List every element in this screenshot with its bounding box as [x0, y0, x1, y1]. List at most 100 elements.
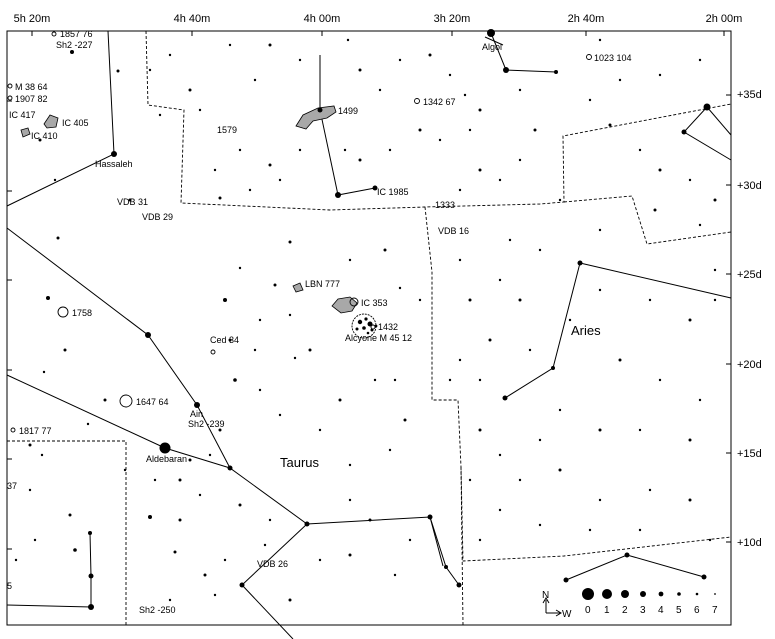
star — [178, 478, 182, 482]
mag-2-dot — [621, 590, 629, 598]
ra-label: 2h 40m — [568, 13, 605, 25]
star — [308, 348, 312, 352]
star — [418, 298, 422, 302]
star — [448, 378, 452, 382]
axis-ticks — [7, 31, 731, 550]
dec-label: +30d — [737, 180, 762, 192]
star — [338, 398, 342, 402]
star — [268, 43, 272, 47]
star — [698, 223, 702, 227]
star — [393, 573, 397, 577]
star — [648, 488, 652, 492]
star — [368, 518, 372, 522]
ic-353-marker — [349, 297, 359, 307]
label-ain: Ain — [190, 409, 203, 419]
label-sh2-227: Sh2 -227 — [56, 40, 93, 50]
label-ced-34: Ced 34 — [210, 335, 239, 345]
star — [508, 238, 512, 242]
star — [88, 604, 94, 610]
star — [148, 515, 152, 519]
star — [458, 188, 462, 192]
star — [688, 178, 692, 182]
label-37: 37 — [7, 481, 17, 491]
star — [488, 338, 492, 342]
star — [638, 528, 642, 532]
label-vdb-31: VDB 31 — [117, 197, 148, 207]
star — [403, 418, 407, 422]
star — [203, 573, 207, 577]
star — [518, 298, 522, 302]
mag-3-dot — [640, 591, 646, 597]
star — [498, 508, 502, 512]
star — [358, 158, 362, 162]
nebulae — [20, 105, 358, 314]
star — [638, 428, 642, 432]
nebula-ic-353-patch — [331, 296, 358, 314]
star — [638, 148, 642, 152]
star — [427, 514, 433, 520]
star — [372, 185, 378, 191]
star — [558, 408, 562, 412]
star — [213, 168, 217, 172]
constellation-name-aries: Aries — [571, 323, 601, 338]
ra-label: 3h 20m — [434, 13, 471, 25]
star — [458, 358, 462, 362]
star — [398, 286, 402, 290]
star — [448, 73, 452, 77]
star — [648, 298, 652, 302]
star — [698, 58, 702, 62]
star — [554, 70, 558, 74]
star — [558, 198, 562, 202]
label-1817: 1817 77 — [19, 426, 52, 436]
star — [288, 598, 292, 602]
nebula-ic-405-patch — [43, 114, 59, 129]
star — [145, 332, 151, 338]
star — [658, 73, 662, 77]
star — [116, 69, 120, 73]
star — [253, 78, 257, 82]
star — [298, 58, 302, 62]
label-1579: 1579 — [217, 125, 237, 135]
star — [568, 318, 572, 322]
star — [713, 298, 717, 302]
star — [478, 538, 482, 542]
star — [268, 518, 272, 522]
star — [688, 318, 692, 322]
ra-label: 2h 00m — [706, 13, 743, 25]
star — [238, 148, 242, 152]
star — [28, 443, 32, 447]
star — [33, 538, 37, 542]
star — [318, 558, 322, 562]
compass-west-label: W — [562, 609, 572, 620]
star — [698, 398, 702, 402]
star — [608, 123, 612, 127]
star — [228, 43, 232, 47]
star — [188, 458, 192, 462]
star — [223, 298, 227, 302]
label-vdb-16: VDB 16 — [438, 226, 469, 236]
star — [278, 178, 282, 182]
dec-label: +10d — [737, 537, 762, 549]
star — [173, 550, 177, 554]
star — [528, 348, 532, 352]
star — [713, 198, 717, 202]
label-vdb-29: VDB 29 — [142, 212, 173, 222]
constellation-lines — [6, 30, 732, 639]
star — [288, 313, 292, 317]
star — [708, 538, 712, 542]
star — [223, 558, 227, 562]
star — [53, 178, 57, 182]
star — [348, 258, 352, 262]
cluster-1758-marker — [57, 306, 69, 318]
star — [213, 593, 217, 597]
label-5: 5 — [7, 581, 12, 591]
star — [70, 50, 74, 54]
cluster-1857-marker — [51, 31, 57, 37]
star — [288, 240, 292, 244]
star — [238, 266, 242, 270]
star — [577, 260, 583, 266]
star — [463, 93, 467, 97]
star — [418, 128, 422, 132]
label-ic-410: IC 410 — [31, 131, 58, 141]
star — [198, 108, 202, 112]
